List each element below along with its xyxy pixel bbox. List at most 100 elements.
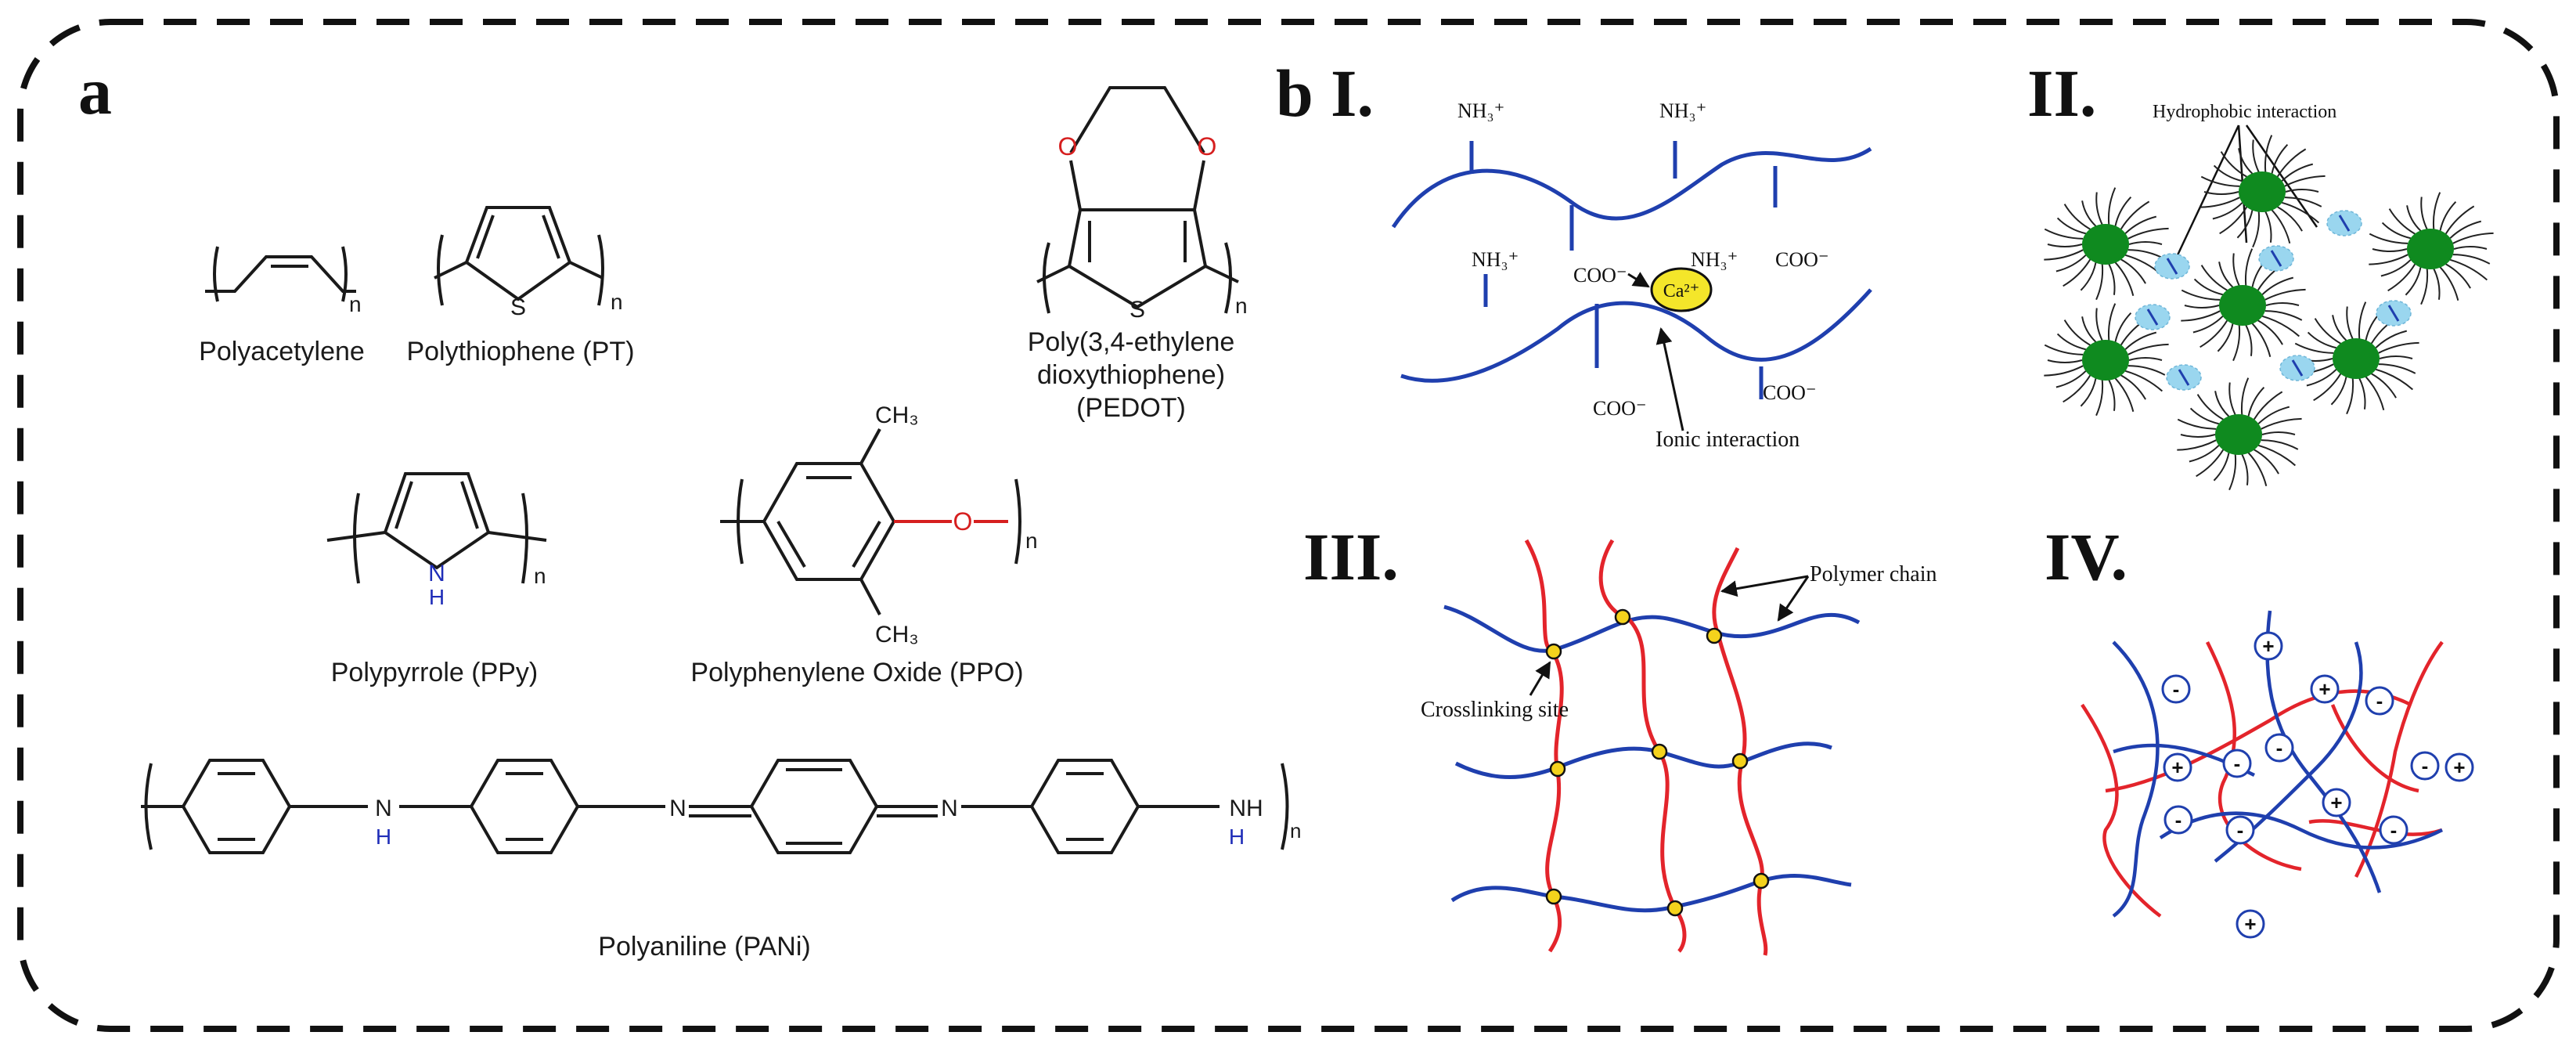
calcium-ion-label: Ca²⁺ — [1663, 281, 1700, 301]
horizontal-chain — [1454, 741, 1832, 779]
surfactant-tail — [2044, 249, 2084, 261]
micelle-core — [2082, 224, 2129, 265]
surfactant-tail — [2095, 192, 2103, 226]
negative-charge — [2222, 749, 2252, 778]
polyacetylene-label: Polyacetylene — [199, 337, 365, 366]
panel-b-III: III. Polymer chain Crosslinking site — [1303, 519, 1937, 956]
surfactant-tail — [2219, 206, 2248, 235]
chain-blue — [2159, 811, 2444, 850]
methyl-group: CH₃ — [875, 402, 919, 428]
surfactant-tail — [2181, 310, 2221, 322]
surfactant-tail — [2095, 380, 2104, 417]
hydrophobic-segment — [2178, 369, 2190, 386]
micelle-core — [2407, 229, 2454, 269]
surfactant-tail — [2212, 202, 2243, 220]
surfactant-tail — [2080, 262, 2097, 291]
panel-b-I: b I. NH₃⁺ NH₃⁺ COO⁻ COO⁻ NH₃⁺ NH₃⁺ COO⁻ … — [1276, 56, 1872, 452]
surfactant-tail — [2264, 288, 2306, 301]
surfactant-tail — [2193, 278, 2223, 296]
surfactant-tail — [2124, 331, 2157, 350]
surfactant-tail — [2257, 444, 2297, 467]
surfactant-tail — [2047, 244, 2083, 247]
surfactant-tail — [2124, 370, 2163, 392]
charge-sign: + — [2453, 756, 2465, 779]
panel-b-II-label: II. — [2027, 56, 2096, 131]
surfactant-tail — [2214, 391, 2230, 417]
surfactant-tail — [2369, 233, 2408, 244]
surfactant-tail — [2044, 228, 2084, 240]
surfactant-tail — [2251, 323, 2272, 357]
surfactant-tail — [2236, 209, 2254, 239]
surfactant-tail — [2387, 263, 2416, 292]
positive-charge — [2163, 752, 2192, 782]
dashed-frame — [17, 19, 2560, 1032]
nh3-group: NH₃⁺ — [1457, 99, 1504, 122]
charge-sign: - — [2175, 808, 2182, 832]
surfactant-tail — [2365, 376, 2385, 410]
surfactant-tail — [2120, 258, 2146, 284]
coo-group: COO⁻ — [1573, 264, 1627, 287]
imine-n: N — [669, 796, 686, 821]
surfactant-tail — [2444, 205, 2475, 235]
charge-sign: - — [2376, 689, 2383, 713]
crosslinking-site — [1545, 643, 1562, 660]
positive-charge — [2310, 674, 2340, 704]
surfactant-tail — [2271, 209, 2291, 244]
surfactant-tail — [2314, 318, 2341, 345]
polythiophene-label: Polythiophene (PT) — [406, 337, 634, 366]
pedot-label-line2: dioxythiophene) — [1037, 360, 1225, 390]
surfactant-tail — [2055, 254, 2087, 272]
surfactant-tail — [2063, 319, 2091, 346]
surfactant-tail — [2433, 268, 2441, 300]
crosslinking-site-label: Crosslinking site — [1421, 698, 1569, 722]
oxygen-atom: O — [1058, 132, 1078, 161]
charge-sign: - — [2390, 818, 2398, 842]
surfactant-tail — [2294, 342, 2334, 354]
surfactant-tail — [2245, 324, 2253, 356]
sulfur-atom: S — [510, 294, 526, 320]
micelle-network — [2044, 135, 2494, 491]
oxygen-atom: O — [1198, 132, 1217, 161]
micelle-core — [2082, 340, 2129, 381]
surfactant-tail — [2114, 262, 2135, 296]
surfactant-tail — [2452, 254, 2491, 265]
surfactant-tail — [2261, 315, 2300, 337]
charge-markers: ++---+--++---+ — [2161, 631, 2474, 939]
polythiophene-structure: S n — [434, 206, 623, 320]
surfactant-tail — [2264, 310, 2303, 321]
hydrophobic-interaction-label: Hydrophobic interaction — [2153, 102, 2336, 122]
sulfur-atom: S — [1129, 297, 1145, 323]
surfactant-tail — [2056, 333, 2086, 351]
surfactant-tail — [2063, 258, 2091, 287]
charge-sign: + — [2171, 756, 2183, 779]
surfactant-tail — [2044, 344, 2084, 355]
surfactant-tail — [2265, 302, 2300, 306]
surfactant-tail — [2200, 265, 2228, 291]
surfactant-tail — [2449, 220, 2482, 239]
surfactant-tail — [2196, 394, 2224, 420]
surfactant-tail — [2346, 306, 2354, 340]
surfactant-tail — [2330, 376, 2347, 406]
surfactant-tail — [2127, 227, 2169, 240]
nh3-group: NH₃⁺ — [1472, 248, 1519, 271]
surfactant-tail — [2232, 253, 2240, 287]
charge-sign: + — [2330, 791, 2342, 814]
surfactant-tail — [2200, 197, 2240, 208]
surfactant-tail — [2217, 323, 2234, 352]
horizontal-chain — [1450, 874, 1852, 913]
surfactant-tail — [2381, 222, 2411, 240]
surfactant-tail — [2184, 305, 2220, 309]
panel-b-IV-label: IV. — [2045, 519, 2127, 594]
hydrogen-atom: H — [1229, 824, 1245, 849]
negative-charge — [2379, 815, 2408, 845]
crosslinking-site — [1549, 760, 1566, 778]
surfactant-tail — [2261, 439, 2299, 450]
polyacetylene-structure: n — [205, 246, 362, 316]
hydrophobic-segment — [2338, 215, 2351, 232]
surfactant-tail — [2189, 445, 2220, 463]
surfactant-tail — [2120, 200, 2150, 230]
surfactant-tail — [2220, 151, 2247, 178]
positive-charge — [2444, 752, 2474, 782]
negative-charge — [2225, 815, 2255, 845]
